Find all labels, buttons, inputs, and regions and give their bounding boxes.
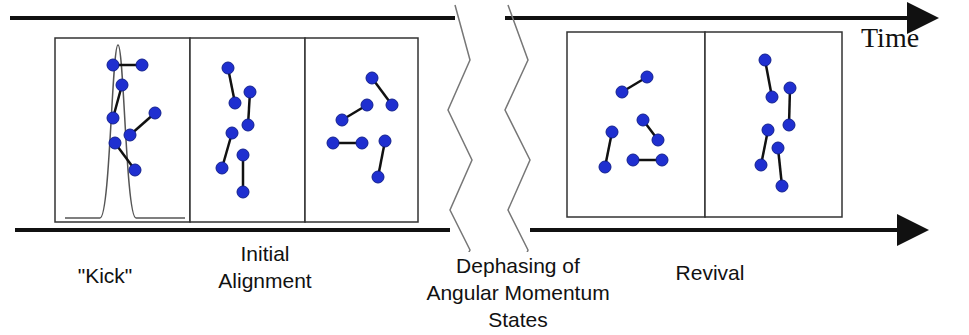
time-axis xyxy=(10,16,455,20)
axis-label: Time xyxy=(858,22,922,54)
snapshot-panel xyxy=(305,38,418,222)
stage-label: Dephasing of Angular Momentum States xyxy=(417,252,619,333)
time-axis xyxy=(505,16,935,20)
snapshot-panel xyxy=(705,32,842,217)
laser-pulse xyxy=(65,45,185,218)
stage-label: Revival xyxy=(673,259,748,286)
time-axis xyxy=(530,228,925,232)
time-axis xyxy=(15,228,450,232)
stage-label: Initial Alignment xyxy=(202,240,328,294)
snapshot-panel xyxy=(190,38,305,222)
snapshot-panel xyxy=(55,38,190,222)
atoms xyxy=(107,54,796,198)
stage-label: "Kick" xyxy=(75,262,136,289)
snapshot-panel xyxy=(567,32,705,217)
molecule-bonds xyxy=(113,60,790,192)
